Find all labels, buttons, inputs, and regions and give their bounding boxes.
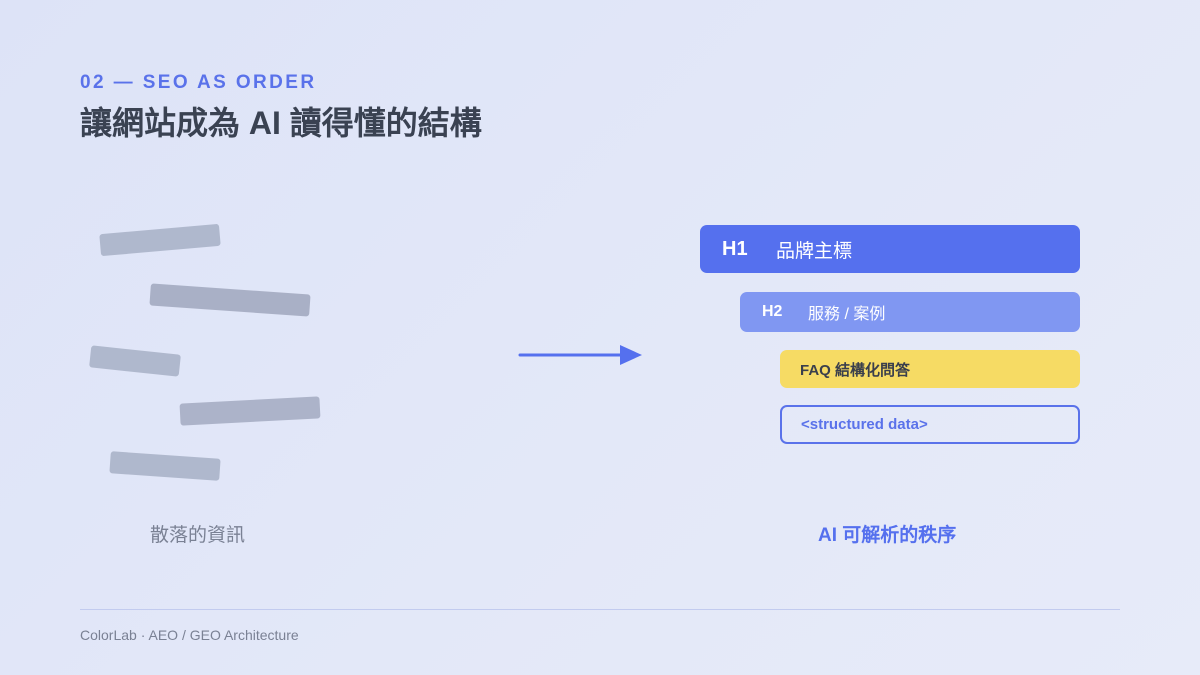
arrow-right-icon (518, 345, 642, 365)
h2-text: 服務 / 案例 (808, 306, 886, 323)
scattered-caption: 散落的資訊 (150, 525, 246, 546)
footer-text: ColorLab · AEO / GEO Architecture (80, 627, 299, 643)
scattered-bar (149, 283, 311, 317)
h1-text: 品牌主標 (776, 240, 853, 262)
h2-tag: H2 (762, 303, 783, 320)
scattered-bar (109, 451, 221, 481)
scattered-bar (99, 223, 221, 257)
structured-data-text: <structured data> (801, 416, 928, 433)
structured-data-tier: <structured data> (780, 405, 1080, 444)
h1-tier: H1 品牌主標 (700, 225, 1080, 273)
faq-tier: FAQ 結構化問答 (780, 350, 1080, 388)
page-title: 讓網站成為 AI 讀得懂的結構 (80, 105, 482, 141)
faq-text: FAQ 結構化問答 (800, 361, 911, 379)
scattered-bar (179, 396, 321, 426)
scattered-bar (89, 345, 181, 377)
order-caption: AI 可解析的秩序 (818, 525, 957, 546)
footer-divider (80, 609, 1120, 610)
h2-tier: H2 服務 / 案例 (740, 292, 1080, 332)
eyebrow-label: 02 — SEO AS ORDER (80, 72, 317, 93)
h1-tag: H1 (722, 237, 748, 260)
